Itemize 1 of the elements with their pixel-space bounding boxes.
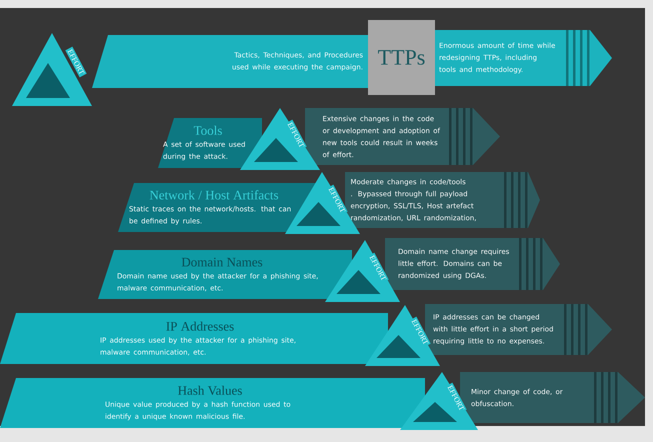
title-box: TTPs — [368, 20, 435, 95]
